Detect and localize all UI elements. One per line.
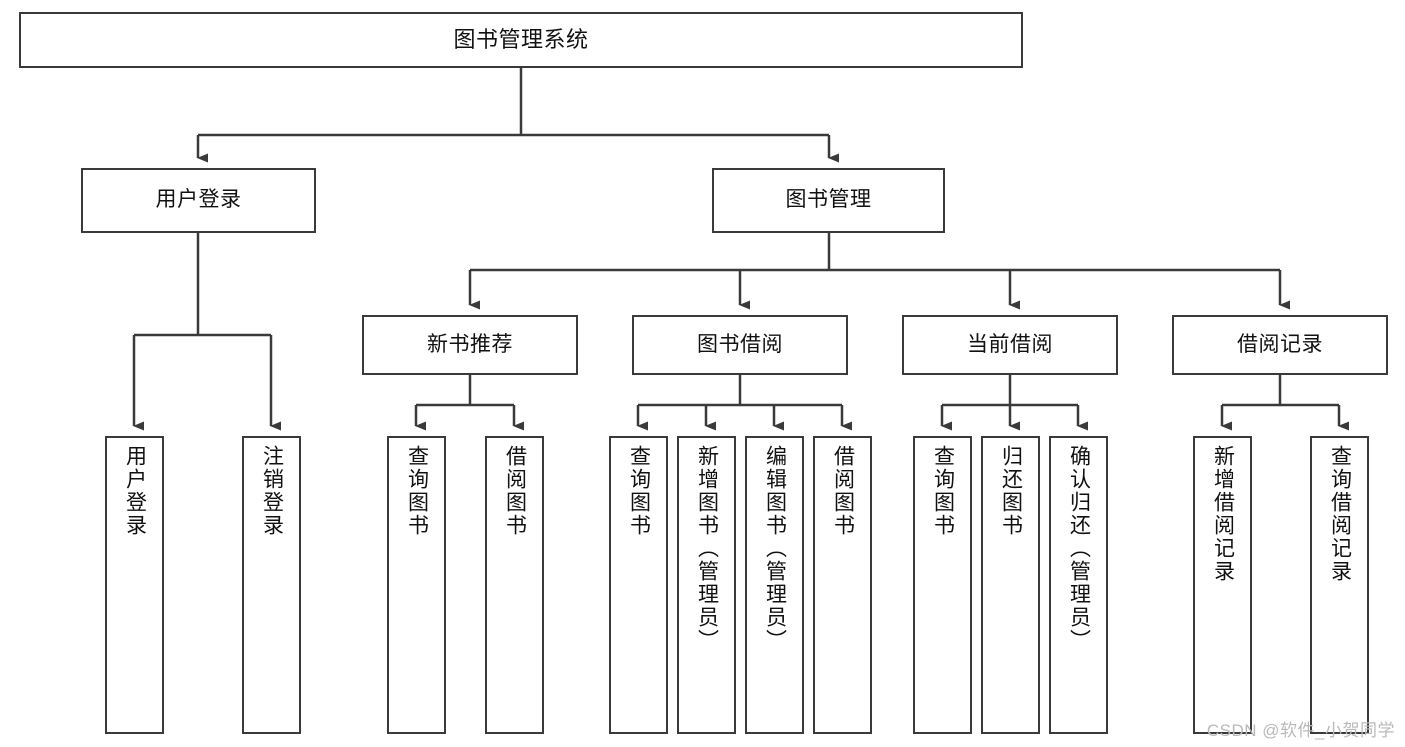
- node-leaf-logout[interactable]: 注销登录: [242, 436, 301, 734]
- node-leaf-add-borrow-record-label: 新增借阅记录: [1211, 445, 1235, 583]
- node-new-book-recommend-label: 新书推荐: [427, 332, 513, 356]
- node-leaf-user-login-label: 用户登录: [123, 445, 147, 537]
- node-leaf-confirm-return-admin[interactable]: 确认归还（管理员）: [1049, 436, 1108, 734]
- node-leaf-query-book-borrow[interactable]: 查询图书: [609, 436, 668, 734]
- node-leaf-return-book-label: 归还图书: [999, 445, 1023, 537]
- node-leaf-add-borrow-record[interactable]: 新增借阅记录: [1193, 436, 1252, 734]
- node-leaf-user-login[interactable]: 用户登录: [105, 436, 164, 734]
- node-leaf-query-book-borrow-label: 查询图书: [627, 445, 651, 537]
- node-leaf-edit-book-admin[interactable]: 编辑图书（管理员）: [745, 436, 804, 734]
- node-borrow-record[interactable]: 借阅记录: [1172, 315, 1388, 375]
- node-leaf-query-book-recommend[interactable]: 查询图书: [387, 436, 446, 734]
- node-book-borrow-label: 图书借阅: [697, 332, 783, 356]
- node-leaf-query-borrow-record-label: 查询借阅记录: [1328, 445, 1352, 583]
- node-leaf-borrow-book-recommend-label: 借阅图书: [503, 445, 527, 537]
- node-leaf-borrow-book-label: 借阅图书: [831, 445, 855, 537]
- node-new-book-recommend[interactable]: 新书推荐: [362, 315, 578, 375]
- node-leaf-return-book[interactable]: 归还图书: [981, 436, 1040, 734]
- node-leaf-query-book-current-label: 查询图书: [931, 445, 955, 537]
- node-leaf-add-book-admin-label: 新增图书（管理员）: [695, 445, 719, 652]
- node-user-login[interactable]: 用户登录: [81, 168, 316, 233]
- node-leaf-logout-label: 注销登录: [260, 445, 284, 537]
- node-book-borrow[interactable]: 图书借阅: [632, 315, 848, 375]
- node-leaf-edit-book-admin-label: 编辑图书（管理员）: [763, 445, 787, 652]
- node-book-management-label: 图书管理: [785, 188, 872, 212]
- node-borrow-record-label: 借阅记录: [1237, 332, 1323, 356]
- node-leaf-borrow-book-recommend[interactable]: 借阅图书: [485, 436, 544, 734]
- node-current-borrow[interactable]: 当前借阅: [902, 315, 1118, 375]
- node-leaf-query-book-current[interactable]: 查询图书: [913, 436, 972, 734]
- node-root-library-system[interactable]: 图书管理系统: [19, 12, 1023, 68]
- node-leaf-query-book-recommend-label: 查询图书: [405, 445, 429, 537]
- node-leaf-add-book-admin[interactable]: 新增图书（管理员）: [677, 436, 736, 734]
- node-leaf-query-borrow-record[interactable]: 查询借阅记录: [1310, 436, 1369, 734]
- node-root-label: 图书管理系统: [453, 27, 589, 53]
- node-current-borrow-label: 当前借阅: [967, 332, 1053, 356]
- node-book-management[interactable]: 图书管理: [712, 168, 945, 233]
- watermark-text: CSDN @软件_小贺同学: [1206, 721, 1395, 740]
- node-user-login-label: 用户登录: [155, 188, 242, 212]
- node-leaf-borrow-book[interactable]: 借阅图书: [813, 436, 872, 734]
- node-leaf-confirm-return-admin-label: 确认归还（管理员）: [1067, 445, 1091, 652]
